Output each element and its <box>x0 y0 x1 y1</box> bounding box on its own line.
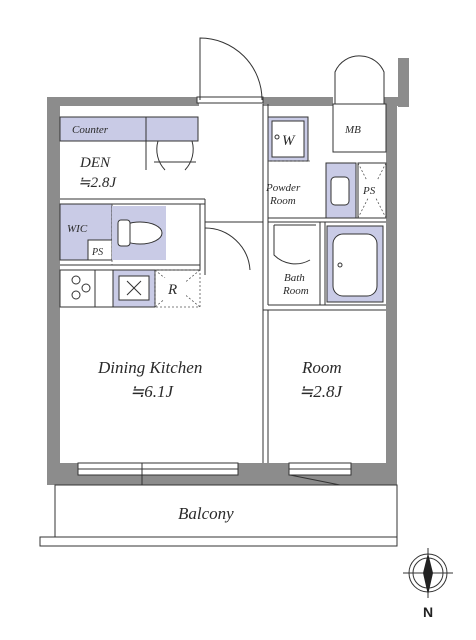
dining-kitchen-label: Dining Kitchen <box>97 358 202 377</box>
room: Room ≒2.8J <box>299 358 344 401</box>
counter-label: Counter <box>72 124 109 136</box>
mb-label: MB <box>344 124 361 136</box>
sink-icon <box>112 269 156 308</box>
entrance-door <box>196 37 264 104</box>
washbasin-icon <box>325 162 357 219</box>
washer: W <box>267 116 310 162</box>
wic-label: WIC <box>67 223 88 235</box>
washer-label: W <box>282 133 296 149</box>
mb-cabinet: MB <box>332 55 387 153</box>
den-label: DEN <box>79 155 111 171</box>
ps-right: PS <box>357 162 387 219</box>
powder-room: Powder Room <box>265 182 301 207</box>
den-room: DEN ≒2.8J <box>78 155 117 191</box>
den-size: ≒2.8J <box>78 175 117 191</box>
windows <box>77 462 352 488</box>
ps-right-label: PS <box>362 185 376 197</box>
refrigerator-label: R <box>167 282 177 298</box>
dining-kitchen: Dining Kitchen ≒6.1J <box>97 358 202 401</box>
kitchen-counter: R <box>59 269 201 308</box>
bath-room: Bath Room <box>273 224 316 297</box>
powder-room-label-2: Room <box>269 195 296 207</box>
wic: WIC PS <box>59 203 113 265</box>
balcony-label: Balcony <box>178 504 234 523</box>
compass-icon: N <box>403 548 453 620</box>
counter: Counter <box>59 116 199 142</box>
bath-room-label-2: Room <box>282 285 309 297</box>
bathtub-icon <box>326 225 384 303</box>
dining-kitchen-size: ≒6.1J <box>130 382 175 401</box>
room-size: ≒2.8J <box>299 382 344 401</box>
den-door <box>145 140 196 171</box>
hall-door <box>204 227 251 272</box>
bath-room-label-1: Bath <box>284 272 305 284</box>
toilet-icon <box>112 206 166 260</box>
refrigerator: R <box>154 269 201 308</box>
room-label: Room <box>301 358 342 377</box>
powder-room-label-1: Powder <box>265 182 301 194</box>
balcony: Balcony <box>39 484 398 547</box>
north-label: N <box>423 604 433 620</box>
stove-icon <box>71 270 96 307</box>
ps-left-label: PS <box>91 247 103 258</box>
